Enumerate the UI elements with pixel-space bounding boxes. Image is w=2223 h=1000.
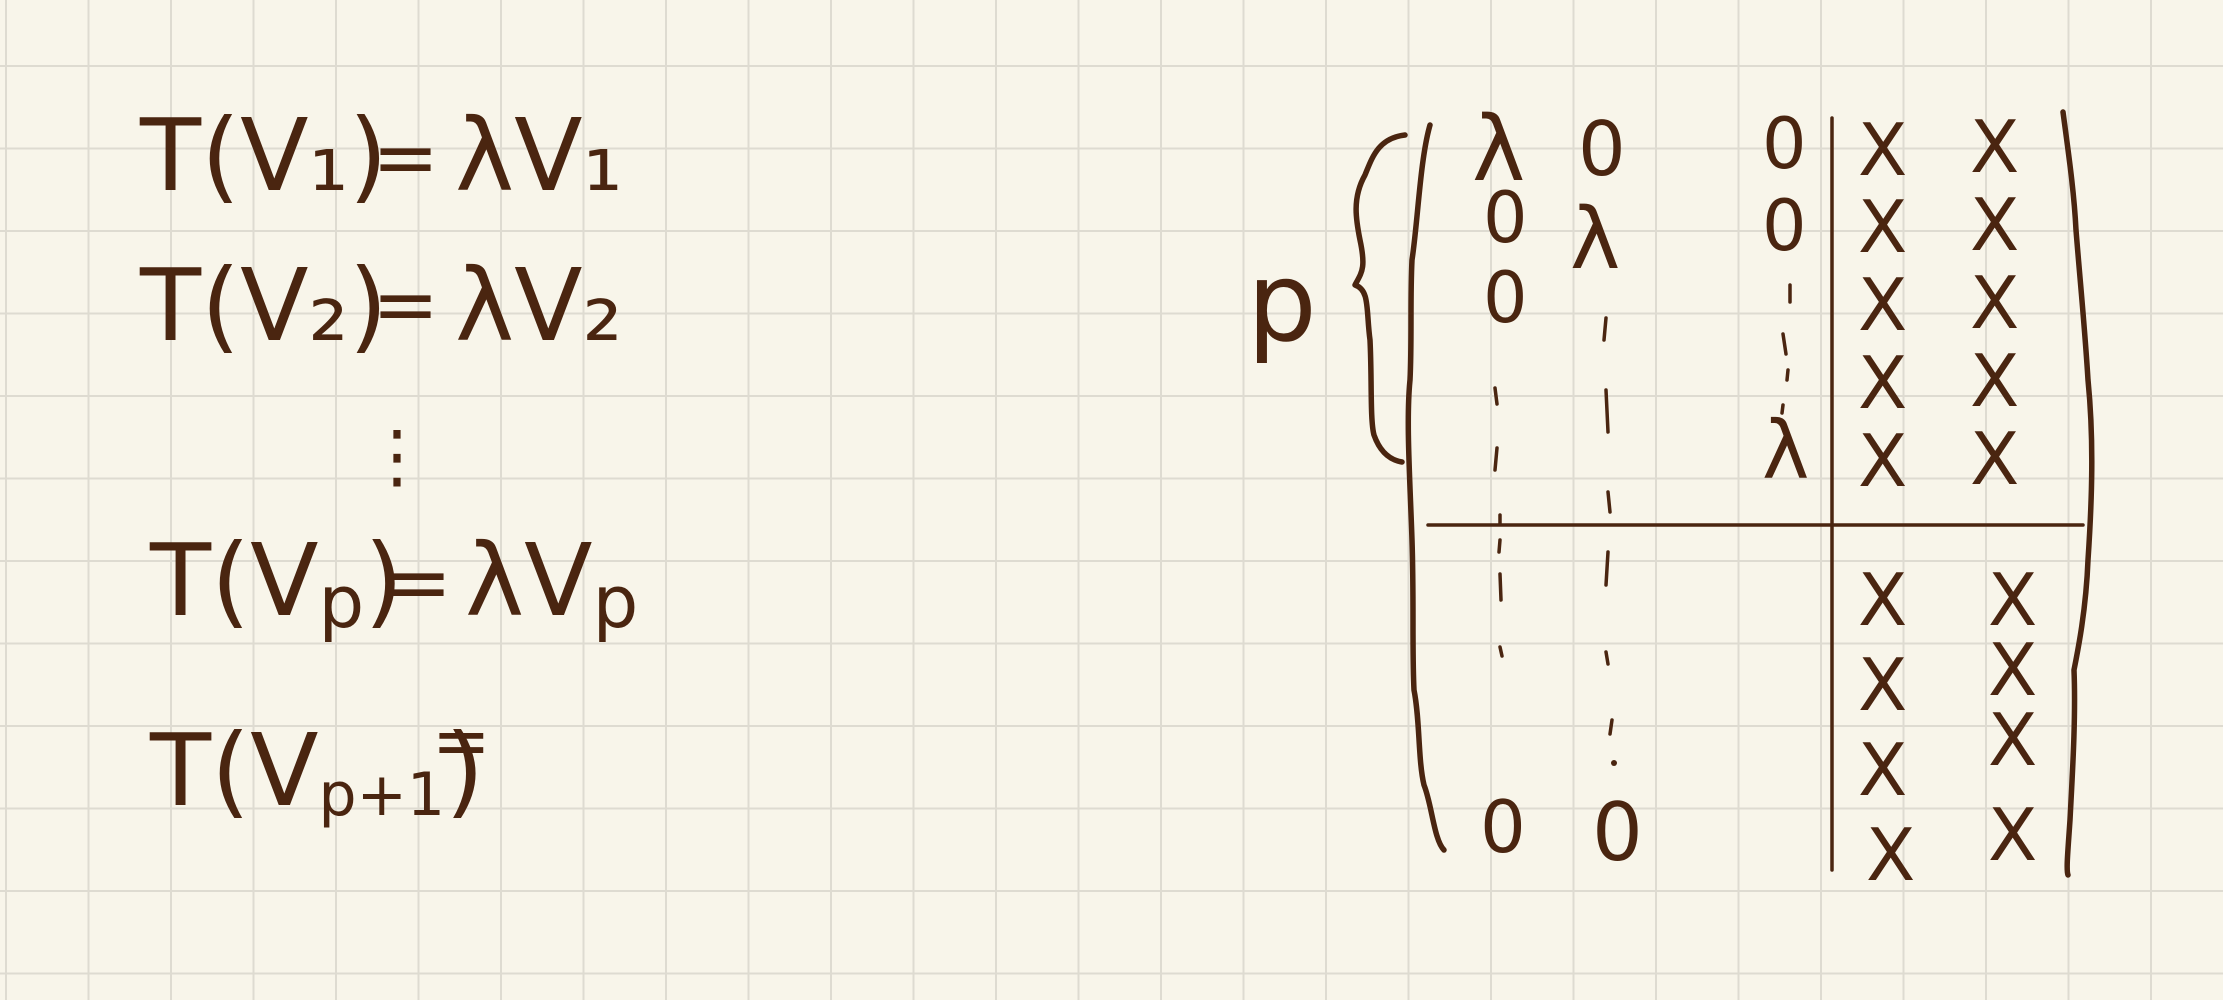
right-block-column-a: X X X X X X X X X — [1858, 108, 1915, 897]
dot-mark — [1602, 316, 1608, 342]
equation-2: T(V₂) = λV₂ — [139, 247, 623, 364]
matrix-entry-r1-c1: λ — [1472, 97, 1525, 202]
equation-4-equals: = — [432, 700, 491, 782]
equation-3-rhs: λV — [465, 522, 593, 639]
dot-mark — [1608, 718, 1614, 736]
dot-mark — [1781, 332, 1788, 356]
dot-mark — [1604, 650, 1610, 666]
x-mark: X — [1988, 793, 2037, 877]
x-mark: X — [1866, 813, 1915, 897]
x-mark: X — [1970, 261, 2019, 345]
x-mark: X — [1858, 419, 1907, 503]
matrix-entry-r1-c2: 0 — [1578, 105, 1626, 193]
x-mark: X — [1988, 628, 2037, 712]
matrix-left-bracket — [1405, 122, 1447, 853]
equation-4-lhs-close: ) — [445, 712, 484, 829]
equation-3-equals: = — [385, 536, 452, 629]
x-mark: X — [1858, 728, 1907, 812]
equation-3-rhs-text: λVp — [465, 522, 638, 644]
column-3-dots — [1780, 283, 1792, 415]
equation-3-lhs: T(V — [149, 522, 319, 639]
column-2-dots — [1602, 316, 1617, 766]
equation-4-lhs-sub: p+1 — [319, 760, 446, 830]
equation-1-rhs: λV₁ — [455, 97, 623, 214]
x-mark: X — [1970, 417, 2019, 501]
matrix-entry-r2-c2: λ — [1570, 190, 1620, 289]
equation-3-lhs-close: ) — [364, 522, 403, 639]
x-mark: X — [1858, 108, 1907, 192]
dot-mark — [1604, 388, 1610, 434]
brace-label-p: p — [1247, 238, 1317, 366]
equation-3-rhs-sub: p — [593, 560, 639, 644]
dot-mark — [1606, 490, 1612, 514]
matrix-entry-last-c1: 0 — [1480, 785, 1526, 869]
equation-2-equals: = — [372, 258, 439, 351]
equation-4-lhs: T(V — [149, 712, 319, 829]
left-curly-brace — [1352, 132, 1408, 465]
matrix-entry-r1-c3: 0 — [1762, 103, 1807, 185]
x-mark: X — [1988, 698, 2037, 782]
x-mark: X — [1858, 341, 1907, 425]
equation-3: T(Vp) = λVp — [149, 522, 638, 644]
dot-mark — [1493, 386, 1499, 406]
x-mark: X — [1858, 643, 1907, 727]
block-matrix: p λ 0 0 0 λ 0 0 λ — [1247, 97, 2095, 897]
right-block-column-b: X X X X X X X X X — [1970, 105, 2037, 877]
column-1-dots — [1493, 386, 1504, 658]
equation-2-rhs: λV₂ — [455, 247, 623, 364]
x-mark: X — [1970, 105, 2019, 189]
dot-mark — [1498, 572, 1503, 602]
matrix-right-bracket — [2060, 109, 2095, 878]
equation-3-lhs-sub: p — [319, 560, 365, 644]
dot-mark — [1497, 538, 1502, 554]
dot-mark — [1498, 645, 1504, 658]
equation-4-lhs-text: T(Vp+1) — [149, 712, 484, 830]
equation-1: T(V₁) = λV₁ — [139, 97, 623, 214]
x-mark: X — [1858, 263, 1907, 347]
matrix-entry-r2-c1: 0 — [1483, 177, 1528, 259]
dot-mark — [1611, 760, 1617, 766]
vertical-ellipsis: ⋮ — [362, 415, 432, 497]
matrix-entry-last-c2: 0 — [1592, 786, 1643, 879]
dot-mark — [1604, 550, 1610, 587]
equation-1-equals: = — [372, 111, 439, 204]
equation-4: T(Vp+1) = — [149, 700, 491, 830]
dot-mark — [1493, 446, 1499, 472]
dot-mark — [1780, 403, 1785, 415]
x-mark: X — [1858, 558, 1907, 642]
dot-mark — [1785, 368, 1790, 382]
x-mark: X — [1970, 183, 2019, 267]
matrix-entry-r3-c1: 0 — [1483, 257, 1528, 339]
equation-2-lhs: T(V₂) — [139, 247, 388, 364]
x-mark: X — [1988, 558, 2037, 642]
x-mark: X — [1858, 185, 1907, 269]
matrix-entry-r4-c3: λ — [1762, 404, 1809, 497]
equation-1-lhs: T(V₁) — [139, 97, 388, 214]
matrix-entry-r2-c3: 0 — [1762, 185, 1807, 267]
equation-3-lhs-text: T(Vp) — [149, 522, 403, 644]
x-mark: X — [1970, 339, 2019, 423]
